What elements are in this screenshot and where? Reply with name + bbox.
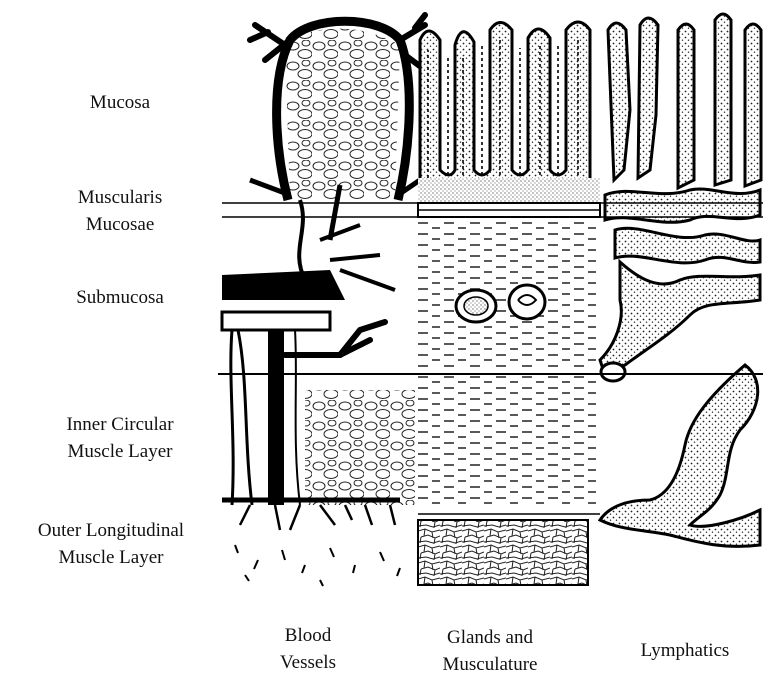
label-blood-vessels-line1: Blood <box>248 622 368 649</box>
label-mucosa-text: Mucosa <box>40 89 200 116</box>
label-outer-longitudinal-line2: Muscle Layer <box>0 544 222 571</box>
label-blood-vessels: Blood Vessels <box>248 622 368 676</box>
label-outer-longitudinal-line1: Outer Longitudinal <box>0 517 222 544</box>
label-inner-circular-line1: Inner Circular <box>20 411 220 438</box>
label-glands-line2: Musculature <box>410 651 570 678</box>
label-outer-longitudinal: Outer Longitudinal Muscle Layer <box>0 517 222 571</box>
label-muscularis-line1: Muscularis <box>30 184 210 211</box>
label-glands-musculature: Glands and Musculature <box>410 624 570 678</box>
blood-vessels-column <box>222 15 425 586</box>
label-muscularis-line2: Mucosae <box>30 211 210 238</box>
label-lymphatics-text: Lymphatics <box>610 637 760 664</box>
label-submucosa: Submucosa <box>30 284 210 311</box>
label-lymphatics: Lymphatics <box>610 637 760 664</box>
lymphatics-column <box>600 14 761 546</box>
label-inner-circular: Inner Circular Muscle Layer <box>20 411 220 465</box>
label-glands-line1: Glands and <box>410 624 570 651</box>
label-muscularis-mucosae: Muscularis Mucosae <box>30 184 210 238</box>
label-blood-vessels-line2: Vessels <box>248 649 368 676</box>
label-inner-circular-line2: Muscle Layer <box>20 438 220 465</box>
label-submucosa-text: Submucosa <box>30 284 210 311</box>
glands-column <box>418 22 600 585</box>
label-mucosa: Mucosa <box>40 89 200 116</box>
